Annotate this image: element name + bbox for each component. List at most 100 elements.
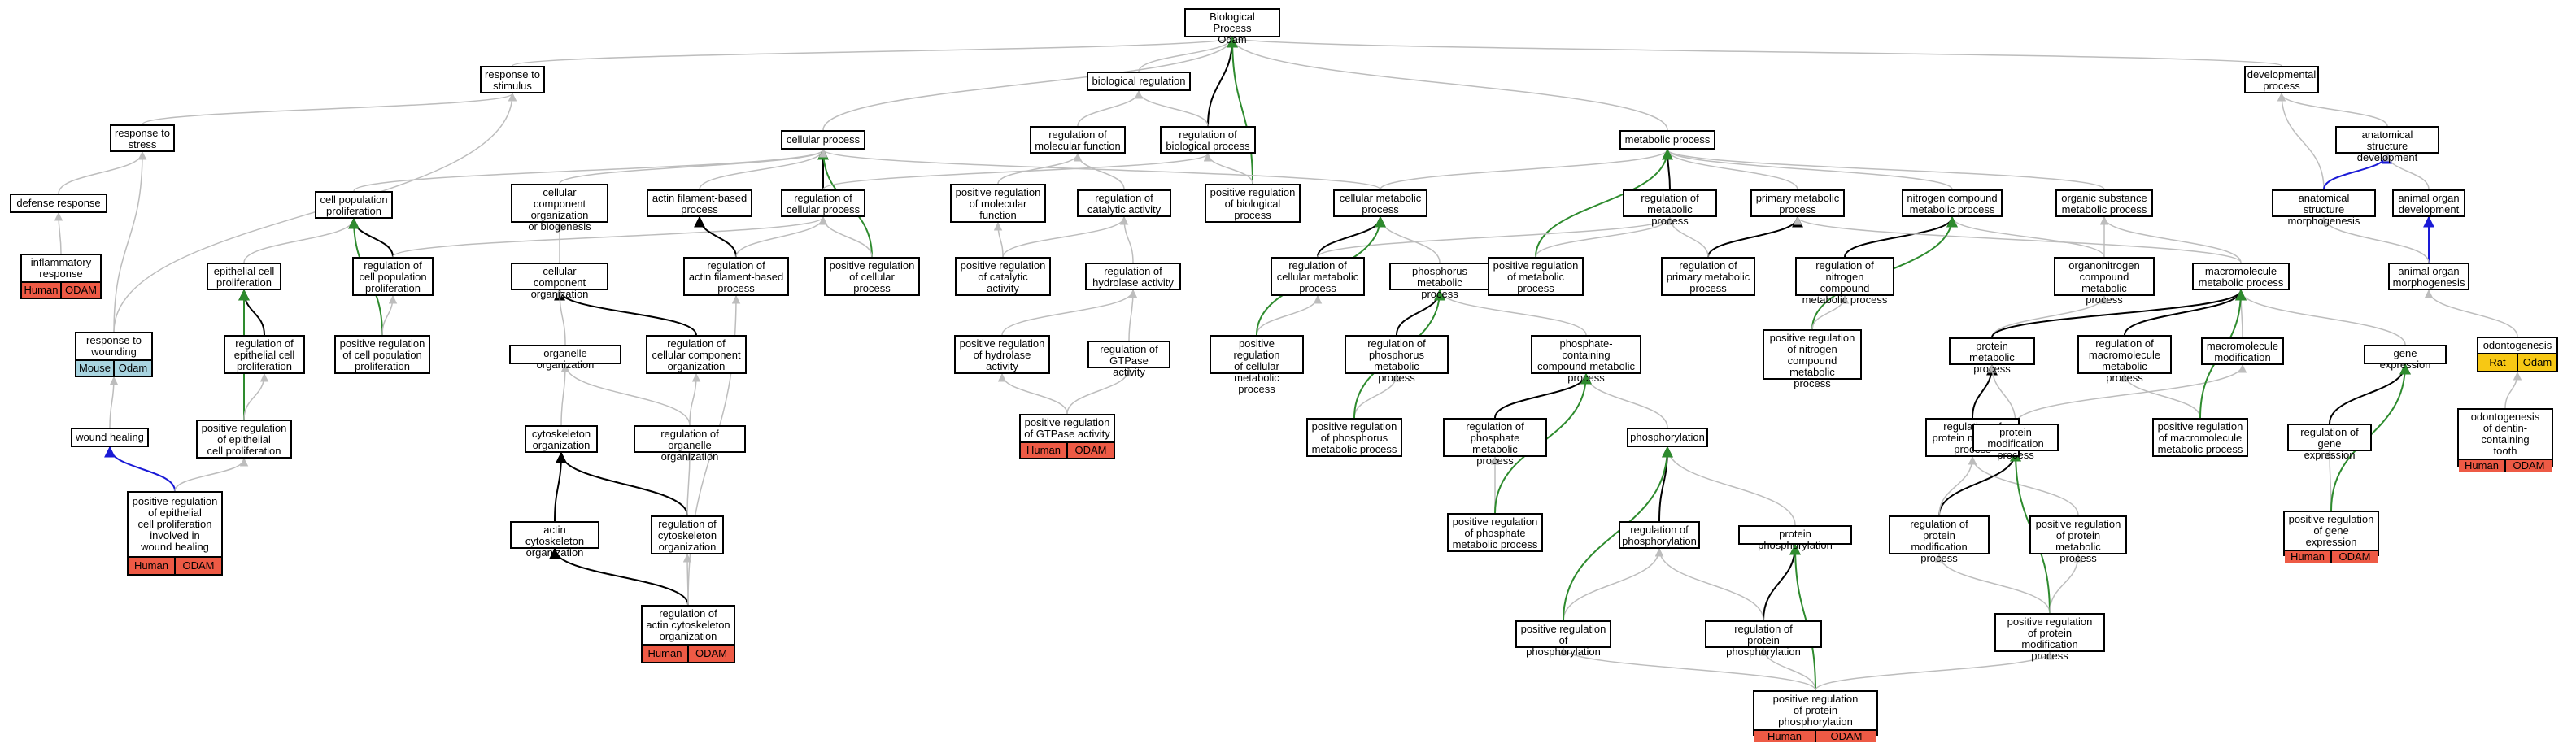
species-tag: ODAM (174, 558, 221, 574)
go-term-label: positive regulation of cellular metaboli… (1233, 337, 1280, 395)
go-term-reg-actin-cyto-org[interactable]: regulation of actin cytoskeleton organiz… (641, 605, 735, 663)
go-term-pos-reg-macro[interactable]: positive regulation of macromolecule met… (2152, 418, 2248, 457)
go-term-label: biological regulation (1092, 75, 1186, 87)
edge-odontogenesis-to-animal-organ-morph (2424, 289, 2518, 337)
go-term-nitro-met[interactable]: nitrogen compound metabolic process (1902, 189, 2003, 217)
go-term-resp-stress[interactable]: response to stress (110, 124, 175, 152)
go-term-cyto-org[interactable]: cytoskeleton organization (525, 425, 598, 453)
go-term-reg-nitro[interactable]: regulation of nitrogen compound metaboli… (1795, 257, 1894, 306)
edge-reg-cat-act-to-reg-mol-func (1073, 152, 1125, 190)
go-term-ccob[interactable]: cellular component organization or bioge… (511, 184, 608, 233)
go-term-pos-reg-prot-met[interactable]: positive regulation of protein metabolic… (2029, 515, 2127, 564)
go-term-pos-reg-cell-met[interactable]: positive regulation of cellular metaboli… (1210, 335, 1304, 395)
go-term-reg-mol-func[interactable]: regulation of molecular function (1030, 126, 1126, 154)
go-term-reg-phosphate-met[interactable]: regulation of phosphate metabolic proces… (1443, 418, 1547, 467)
go-term-pos-reg-phosphorylation[interactable]: positive regulation of phosphorylation (1515, 620, 1611, 658)
go-term-resp-stim[interactable]: response to stimulus (480, 66, 545, 94)
go-term-prim-met[interactable]: primary metabolic process (1750, 189, 1845, 217)
go-term-animal-organ-morph[interactable]: animal organ morphogenesis (2388, 263, 2469, 290)
go-term-epi-prolif[interactable]: epithelial cell proliferation (207, 263, 281, 290)
go-term-prot-phos[interactable]: protein phosphorylation (1738, 525, 1852, 551)
go-term-reg-gtpase[interactable]: regulation of GTPase activity (1087, 341, 1170, 378)
go-term-reg-cell-proc[interactable]: regulation of cellular process (781, 189, 865, 217)
go-term-pos-reg-hydro[interactable]: positive regulation of hydrolase activit… (954, 335, 1050, 374)
go-term-reg-prim-met[interactable]: regulation of primary metabolic process (1661, 257, 1755, 296)
go-term-pos-reg-bio-proc[interactable]: positive regulation of biological proces… (1205, 184, 1301, 223)
go-term-label: regulation of catalytic activity (1087, 192, 1162, 215)
go-term-reg-prot-phos[interactable]: regulation of protein phosphorylation (1705, 620, 1822, 658)
go-term-macro-mod[interactable]: macromolecule modification (2201, 337, 2284, 365)
go-term-prot-mod[interactable]: protein modification process (1972, 424, 2059, 461)
go-term-pos-reg-prot-phos[interactable]: positive regulation of protein phosphory… (1753, 690, 1878, 742)
go-term-pos-reg-epi[interactable]: positive regulation of epithelial cell p… (196, 420, 292, 459)
go-term-odonto-dentin[interactable]: odontogenesis of dentin-containing tooth… (2457, 408, 2553, 472)
edge-reg-hydro-to-reg-cat-act (1119, 215, 1134, 263)
go-term-pos-reg-phos-met[interactable]: positive regulation of phosphorus metabo… (1306, 418, 1402, 457)
go-term-pos-reg-mol-func[interactable]: positive regulation of molecular functio… (950, 184, 1046, 223)
go-term-reg-cell-pop[interactable]: regulation of cell population proliferat… (352, 257, 434, 296)
edge-pos-reg-prot-met-to-reg-prot-met (1968, 455, 2079, 516)
go-term-pos-reg-cat[interactable]: positive regulation of catalytic activit… (955, 257, 1051, 296)
go-term-pos-reg-cell-pop[interactable]: positive regulation of cell population p… (334, 335, 430, 374)
go-term-label: cellular component organization or bioge… (528, 186, 591, 233)
go-term-organonitro[interactable]: organonitrogen compound metabolic proces… (2054, 257, 2155, 306)
go-term-pos-reg-met[interactable]: positive regulation of metabolic process (1488, 257, 1584, 296)
go-term-cc-org[interactable]: cellular component organization (511, 263, 608, 300)
go-term-phos-met[interactable]: phosphorus metabolic process (1389, 263, 1490, 300)
go-term-pos-reg-prot-mod[interactable]: positive regulation of protein modificat… (1994, 613, 2105, 662)
go-term-pos-reg-epi-wound[interactable]: positive regulation of epithelial cell p… (127, 491, 223, 576)
go-term-phosphorylation[interactable]: phosphorylation (1627, 428, 1708, 447)
edge-reg-cell-met-to-reg-met (1317, 215, 1675, 258)
go-term-actin-fil[interactable]: actin filament-based process (647, 189, 752, 217)
go-term-org-org[interactable]: organelle organization (509, 345, 621, 371)
go-term-reg-cc-org[interactable]: regulation of cellular component organiz… (646, 335, 747, 374)
go-term-dev-proc[interactable]: developmental process (2244, 66, 2319, 94)
go-term-reg-cyto-org[interactable]: regulation of cytoskeleton organization (651, 515, 724, 554)
go-term-bio-reg[interactable]: biological regulation (1087, 72, 1191, 91)
species-tag: Human (2459, 460, 2504, 472)
go-term-reg-macro[interactable]: regulation of macromolecule metabolic pr… (2077, 335, 2172, 384)
edge-reg-bio-proc-to-root (1207, 36, 1238, 127)
go-term-def-resp[interactable]: defense response (10, 194, 107, 213)
go-term-gene-expr[interactable]: gene expression (2364, 345, 2447, 371)
go-term-cell-pop-prolif[interactable]: cell population proliferation (315, 191, 393, 219)
go-term-pos-reg-phosphate-met[interactable]: positive regulation of phosphate metabol… (1447, 513, 1543, 552)
go-term-phos-cont[interactable]: phosphate-containing compound metabolic … (1531, 335, 1641, 384)
go-term-animal-organ-dev[interactable]: animal organ development (2392, 189, 2465, 217)
go-term-pos-reg-cell-proc[interactable]: positive regulation of cellular process (824, 257, 920, 296)
go-term-reg-phosphorylation[interactable]: regulation of phosphorylation (1619, 521, 1700, 549)
go-term-reg-phos-met[interactable]: regulation of phosphorus metabolic proce… (1345, 335, 1449, 384)
go-term-reg-prot-mod[interactable]: regulation of protein modification proce… (1889, 515, 1990, 564)
go-term-reg-org-org[interactable]: regulation of organelle organization (634, 425, 746, 463)
go-term-wound-heal[interactable]: wound healing (71, 428, 149, 447)
go-term-prot-met[interactable]: protein metabolic process (1949, 337, 2035, 375)
go-term-cell-proc[interactable]: cellular process (781, 130, 865, 150)
go-term-reg-epi[interactable]: regulation of epithelial cell proliferat… (224, 335, 305, 374)
go-term-root[interactable]: Biological Process Odam (1184, 8, 1280, 46)
edge-animal-organ-morph-to-anat-morph (2319, 215, 2430, 263)
go-term-reg-cell-met[interactable]: regulation of cellular metabolic process (1271, 257, 1365, 296)
go-term-reg-cat-act[interactable]: regulation of catalytic activity (1077, 189, 1171, 217)
go-term-cell-met[interactable]: cellular metabolic process (1333, 189, 1427, 217)
go-term-pos-reg-nitro[interactable]: positive regulation of nitrogen compound… (1763, 329, 1862, 389)
go-term-actin-cyto-org[interactable]: actin cytoskeleton organization (510, 521, 599, 559)
go-term-macro-met[interactable]: macromolecule metabolic process (2192, 263, 2290, 290)
edge-reg-gene-expr-to-gene-expr (2329, 363, 2411, 424)
go-term-label: positive regulation of gene expression (2288, 513, 2374, 548)
go-term-org-sub-met[interactable]: organic substance metabolic process (2055, 189, 2153, 217)
go-term-reg-actin-fil[interactable]: regulation of actin filament-based proce… (683, 257, 789, 296)
species-tag: Human (1754, 731, 1815, 742)
go-term-reg-bio-proc[interactable]: regulation of biological process (1160, 126, 1256, 154)
edge-reg-prot-phos-to-reg-phosphorylation (1654, 547, 1764, 621)
go-term-reg-met[interactable]: regulation of metabolic process (1623, 189, 1717, 227)
go-term-anat-morph[interactable]: anatomical structure morphogenesis (2272, 189, 2376, 227)
go-term-reg-gene-expr[interactable]: regulation of gene expression (2287, 424, 2372, 461)
go-term-anat-dev[interactable]: anatomical structure development (2335, 126, 2439, 163)
go-term-reg-hydro[interactable]: regulation of hydrolase activity (1085, 263, 1181, 290)
go-term-met-proc[interactable]: metabolic process (1619, 130, 1715, 150)
